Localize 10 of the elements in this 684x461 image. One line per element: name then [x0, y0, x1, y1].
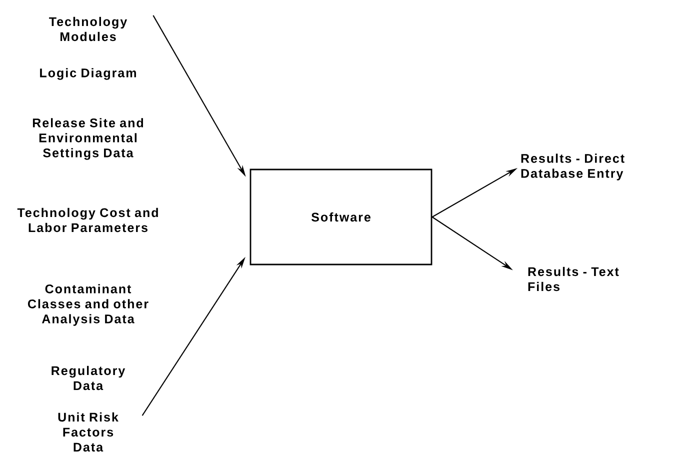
- input-label: Regulatory Data: [52, 366, 126, 390]
- input-label: Release Site and Environmental Settings Data: [32, 118, 144, 160]
- input-label: Unit Risk Factors Data: [58, 412, 118, 452]
- output-label: Results - Direct Database Entry: [521, 154, 624, 180]
- output-label: Results - Text Files: [528, 266, 619, 292]
- input-label: Technology Cost and Labor Parameters: [17, 208, 158, 232]
- input-label: Technology Modules: [49, 16, 128, 42]
- input-label: Logic Diagram: [40, 68, 136, 80]
- input-label: Contaminant Classes and other Analysis Data: [28, 284, 148, 326]
- process-box: Software: [250, 168, 432, 266]
